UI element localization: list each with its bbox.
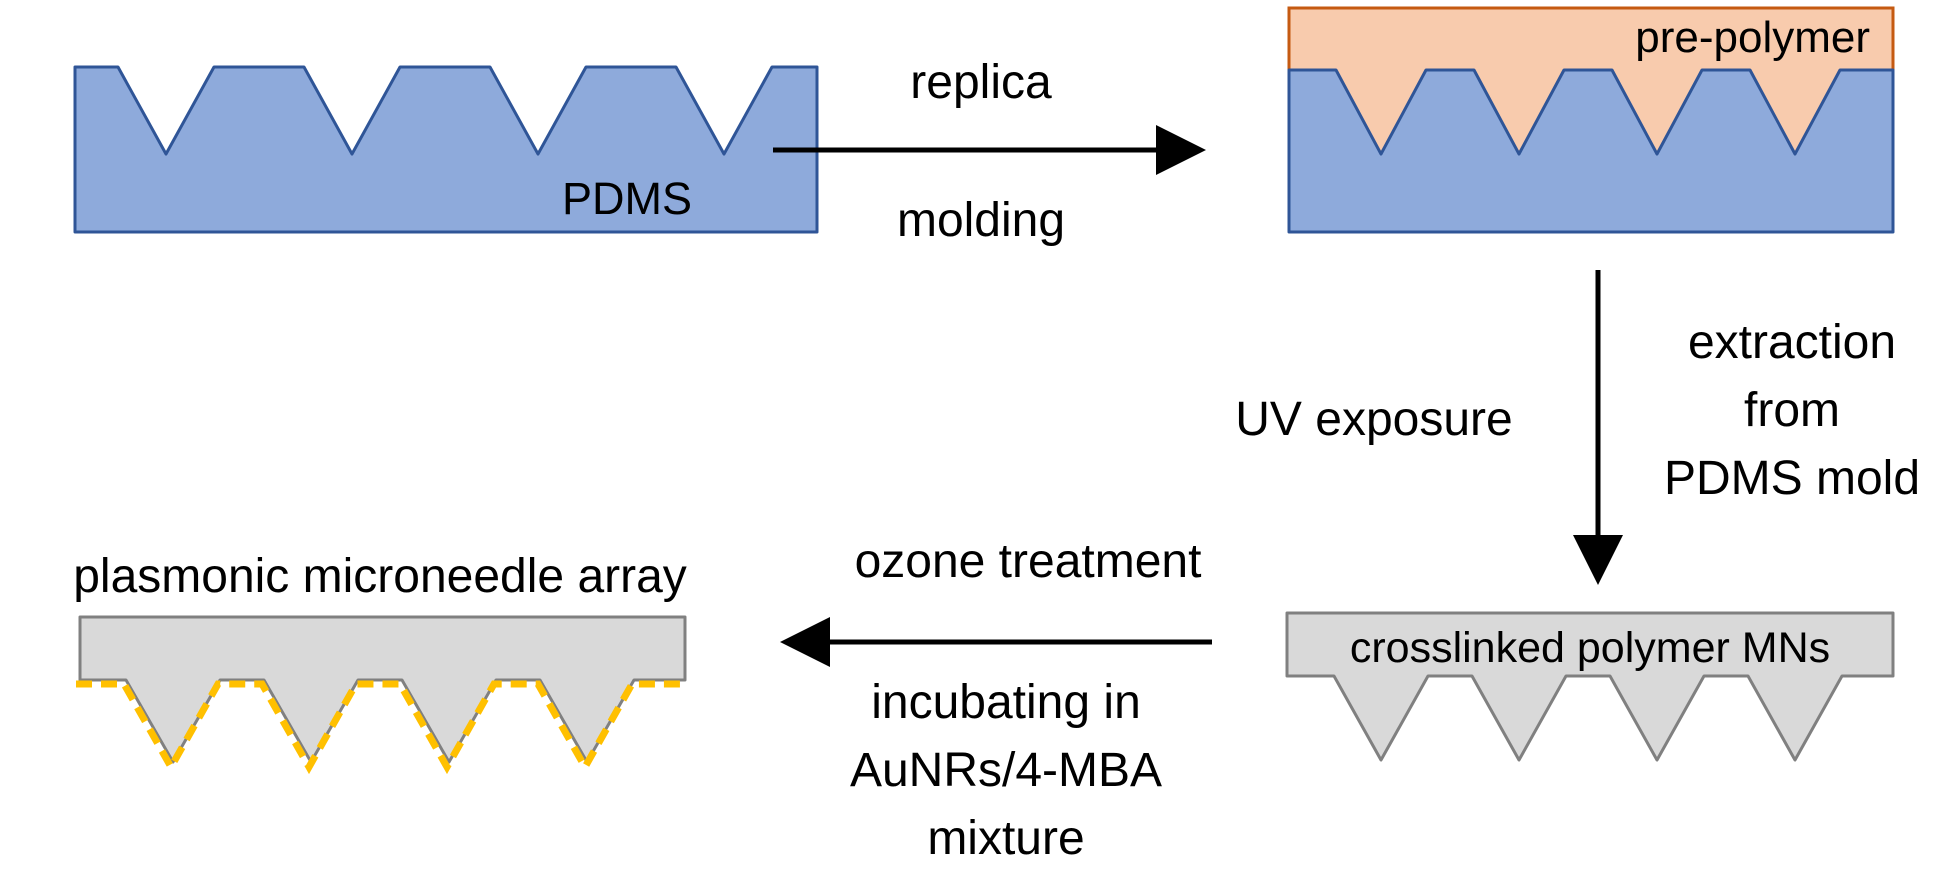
molding-label: molding: [897, 194, 1065, 247]
pdms-mold-shape-filled: [1287, 68, 1895, 234]
pdms-mold-shape: [73, 65, 819, 234]
incubating-label-line3: mixture: [927, 812, 1084, 865]
ozone-incubation-step: ozone treatment incubating in AuNRs/4-MB…: [780, 535, 1212, 865]
filled-mold-panel: pre-polymer: [1287, 6, 1895, 234]
pre-polymer-label: pre-polymer: [1635, 13, 1870, 62]
plasmonic-array-panel: plasmonic microneedle array: [73, 550, 687, 775]
extraction-label-line2: from: [1744, 384, 1840, 437]
crosslinked-mns-panel: crosslinked polymer MNs: [1285, 611, 1895, 762]
ozone-treatment-label: ozone treatment: [855, 535, 1202, 588]
uv-exposure-label: UV exposure: [1235, 393, 1512, 446]
pdms-label: PDMS: [562, 173, 692, 224]
uv-extraction-step: UV exposure extraction from PDMS mold: [1235, 270, 1920, 585]
plasmonic-label: plasmonic microneedle array: [73, 550, 687, 603]
replica-label: replica: [910, 56, 1052, 109]
extraction-label-line1: extraction: [1688, 316, 1896, 369]
crosslinked-mns-shape: [1285, 611, 1895, 762]
incubating-label-line2: AuNRs/4-MBA: [850, 744, 1162, 797]
pre-polymer-fill-in-wells: [1336, 70, 1840, 154]
extraction-label-line3: PDMS mold: [1664, 452, 1920, 505]
pdms-mold-panel: PDMS: [73, 65, 819, 234]
crosslinked-label: crosslinked polymer MNs: [1350, 624, 1830, 672]
plasmonic-array-shape: [78, 615, 687, 764]
incubating-label-line1: incubating in: [871, 676, 1141, 729]
replica-molding-step: replica molding: [773, 56, 1206, 247]
gold-nanorod-coating: [76, 680, 687, 775]
